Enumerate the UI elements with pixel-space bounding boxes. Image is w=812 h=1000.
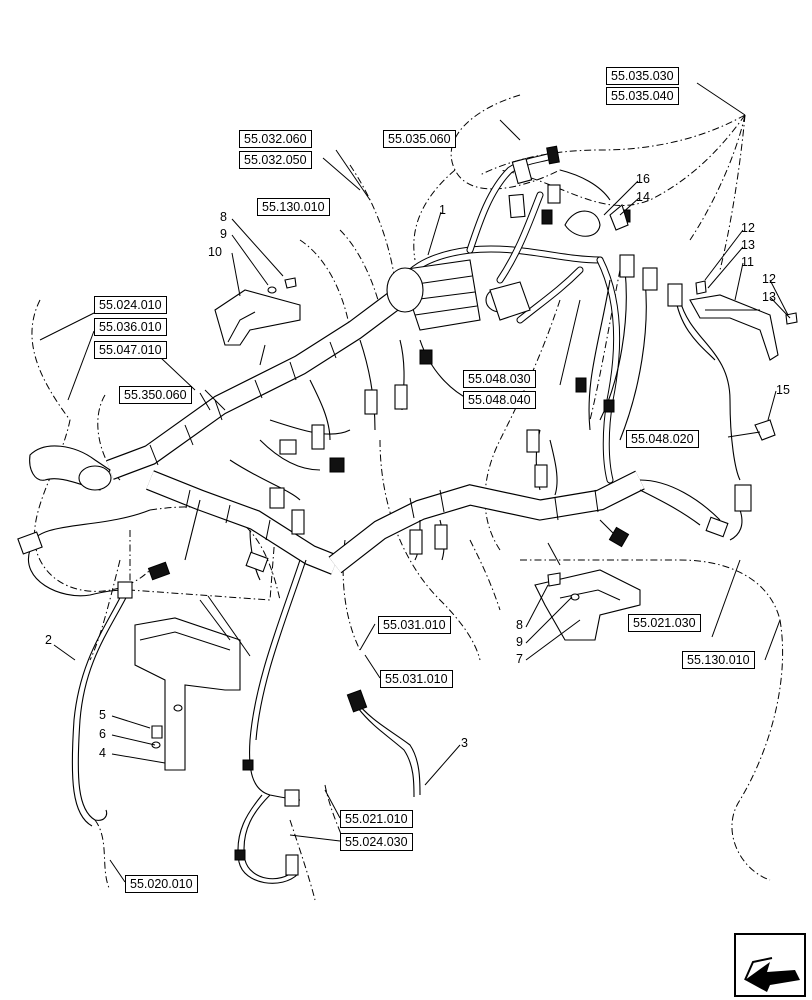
- item-5-label: 5: [99, 708, 106, 722]
- ref-55-021-030[interactable]: 55.021.030: [628, 614, 701, 632]
- arrow-next-page-icon[interactable]: [734, 933, 806, 997]
- item-11-label: 11: [741, 255, 754, 269]
- lower-wires: [27, 339, 621, 884]
- ref-55-048-030[interactable]: 55.048.030: [463, 370, 536, 388]
- item-10-label: 10: [208, 245, 222, 259]
- item-9-label-top: 9: [220, 227, 227, 241]
- item-7-label: 7: [516, 652, 523, 666]
- ref-55-024-010[interactable]: 55.024.010: [94, 296, 167, 314]
- ref-55-035-030[interactable]: 55.035.030: [606, 67, 679, 85]
- item-12-label-right: 12: [762, 272, 776, 286]
- item-14-label: 14: [636, 190, 650, 204]
- item-13-label-top: 13: [741, 238, 755, 252]
- item-12-label-top: 12: [741, 221, 755, 235]
- ref-55-035-040[interactable]: 55.035.040: [606, 87, 679, 105]
- item-15-label: 15: [776, 383, 790, 397]
- main-harness-trunk: [29, 291, 645, 575]
- ref-55-024-030[interactable]: 55.024.030: [340, 833, 413, 851]
- item-13-label-right: 13: [762, 290, 776, 304]
- ref-55-130-010-top[interactable]: 55.130.010: [257, 198, 330, 216]
- ref-55-032-050[interactable]: 55.032.050: [239, 151, 312, 169]
- ref-55-020-010[interactable]: 55.020.010: [125, 875, 198, 893]
- ref-55-035-060[interactable]: 55.035.060: [383, 130, 456, 148]
- ref-55-021-010[interactable]: 55.021.010: [340, 810, 413, 828]
- ref-55-047-010[interactable]: 55.047.010: [94, 341, 167, 359]
- ref-55-130-010-bottom[interactable]: 55.130.010: [682, 651, 755, 669]
- item-1-label: 1: [439, 203, 446, 217]
- ref-55-048-040[interactable]: 55.048.040: [463, 391, 536, 409]
- ref-55-032-060[interactable]: 55.032.060: [239, 130, 312, 148]
- item-9-label-bottom: 9: [516, 635, 523, 649]
- brackets: [134, 204, 798, 771]
- dashed-boundary-lines: [31, 94, 784, 901]
- ref-55-350-060[interactable]: 55.350.060: [119, 386, 192, 404]
- item-8-label-bottom: 8: [516, 618, 523, 632]
- leader-lines: [39, 82, 791, 883]
- ref-55-036-010[interactable]: 55.036.010: [94, 318, 167, 336]
- item-16-label: 16: [636, 172, 650, 186]
- connectors: [17, 145, 752, 876]
- item-3-label: 3: [461, 736, 468, 750]
- ref-55-048-020[interactable]: 55.048.020: [626, 430, 699, 448]
- item-2-label: 2: [45, 633, 52, 647]
- ref-55-031-010-b[interactable]: 55.031.010: [380, 670, 453, 688]
- upper-cable-bundle: [386, 151, 604, 331]
- item-8-label-top: 8: [220, 210, 227, 224]
- ref-55-031-010-a[interactable]: 55.031.010: [378, 616, 451, 634]
- item-6-label: 6: [99, 727, 106, 741]
- item-4-label: 4: [99, 746, 106, 760]
